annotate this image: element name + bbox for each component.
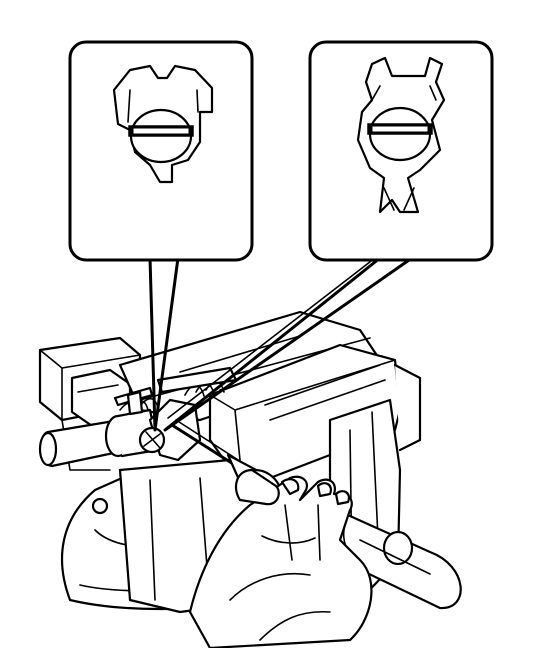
detail-callout-right — [308, 40, 494, 262]
callout-leaders — [148, 256, 414, 432]
detail-callout-left — [68, 40, 254, 262]
hand — [188, 468, 373, 648]
